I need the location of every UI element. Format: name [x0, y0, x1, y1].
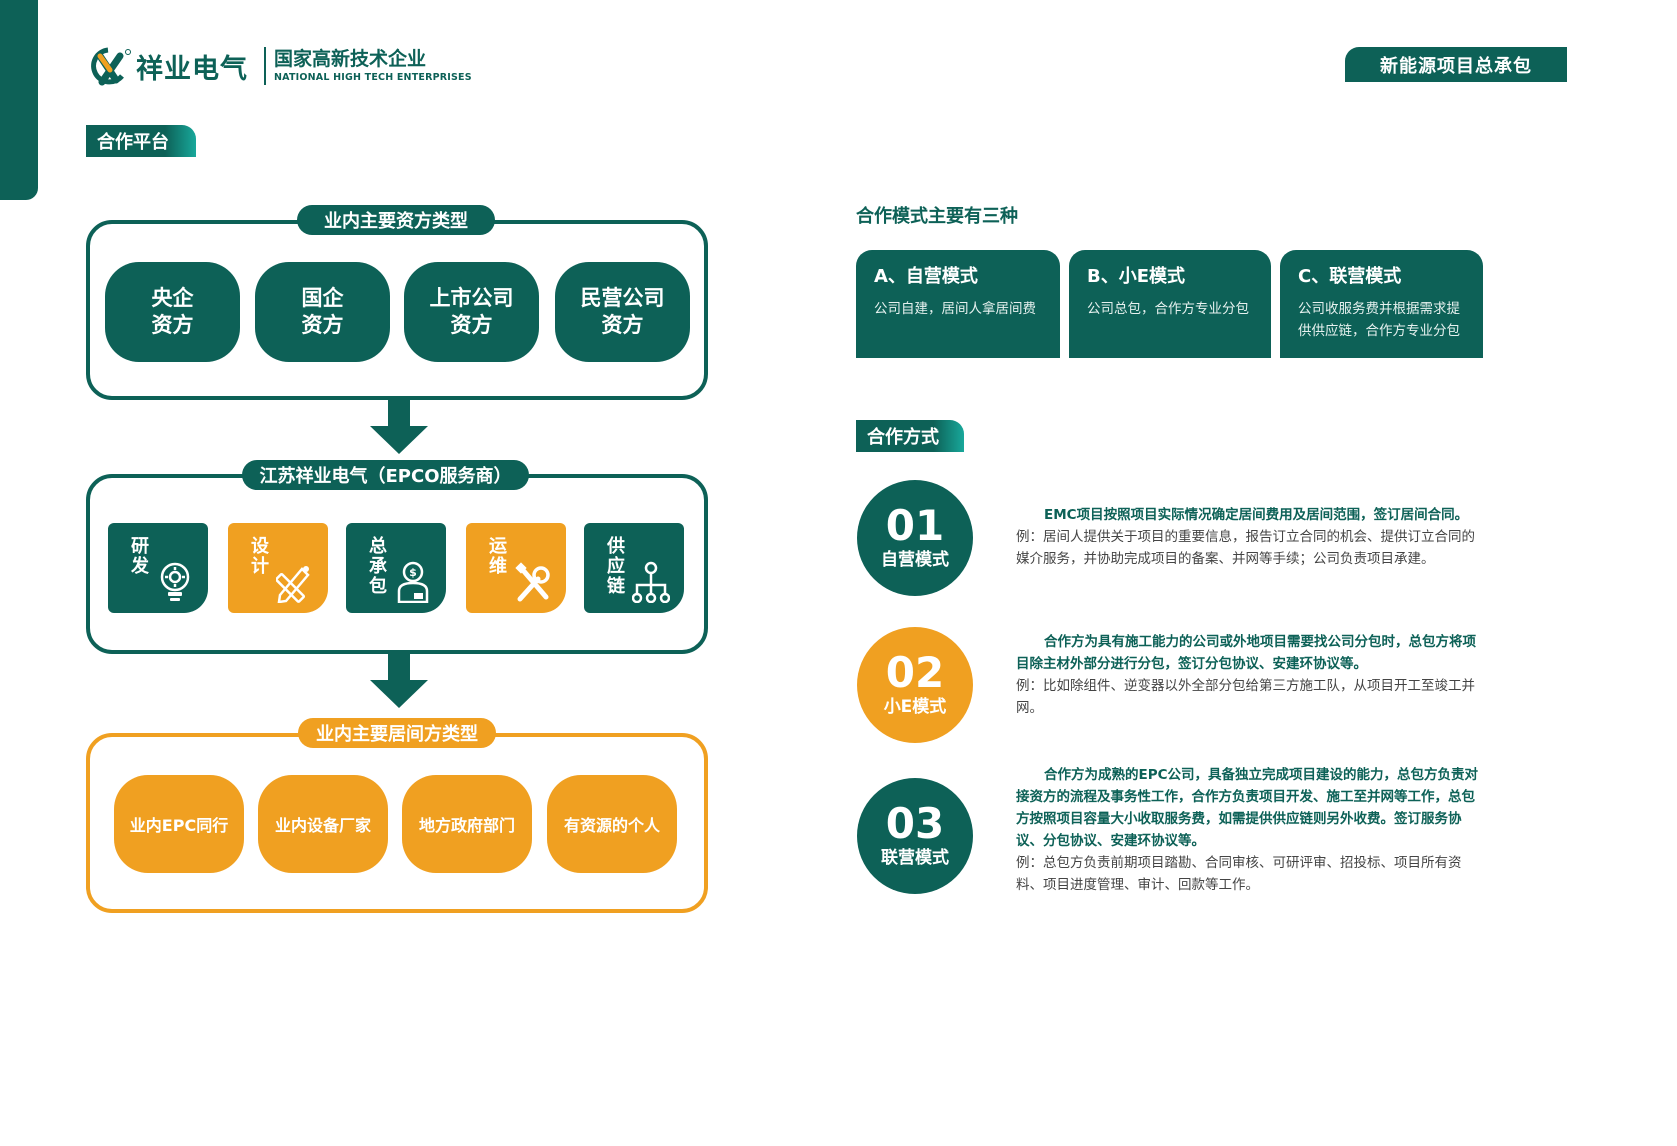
section-tag-platform: 合作平台 — [86, 125, 196, 157]
mode-card-desc: 公司收服务费并根据需求提供供应链，合作方专业分包 — [1298, 301, 1460, 339]
method-label: 小E模式 — [883, 697, 947, 717]
method-lead: 合作方为具有施工能力的公司或外地项目需要找公司分包时，总包方将项目除主材外部分进… — [1016, 634, 1476, 672]
investor-pill: 上市公司资方 — [404, 262, 539, 362]
intermediary-pill: 业内设备厂家 — [258, 775, 388, 873]
lightbulb-gear-icon — [160, 562, 190, 601]
method-example: 例：居间人提供关于项目的重要信息，报告订立合同的机会、提供订立合同的媒介服务，并… — [1016, 529, 1475, 567]
person-money-icon: $ — [397, 561, 429, 603]
method-badge-02: 02 小E模式 — [857, 627, 973, 743]
intermediary-box-label: 业内主要居间方类型 — [298, 718, 496, 748]
method-label: 自营模式 — [881, 550, 949, 570]
tagline-en: NATIONAL HIGH TECH ENTERPRISES — [274, 72, 472, 83]
service-tile-om: 运维 — [466, 523, 566, 613]
service-label: 供应链 — [607, 536, 625, 597]
section-tag-method: 合作方式 — [856, 420, 964, 452]
method-example: 例：比如除组件、逆变器以外全部分包给第三方施工队，从项目开工至竣工并网。 — [1016, 678, 1475, 716]
service-label: 设计 — [251, 536, 269, 577]
method-label: 联营模式 — [881, 848, 949, 868]
mode-card-title: A、自营模式 — [874, 266, 978, 287]
method-description-02: 合作方为具有施工能力的公司或外地项目需要找公司分包时，总包方将项目除主材外部分进… — [1016, 631, 1484, 719]
service-label: 研发 — [131, 536, 149, 577]
mode-card-desc: 公司总包，合作方专业分包 — [1087, 301, 1249, 317]
mode-card-b: B、小E模式 公司总包，合作方专业分包 — [1069, 250, 1271, 358]
modes-heading: 合作模式主要有三种 — [856, 206, 1018, 227]
down-arrow-icon — [370, 400, 428, 454]
service-tile-rd: 研发 — [108, 523, 208, 613]
pencil-ruler-icon — [276, 566, 310, 603]
wrench-screwdriver-icon — [515, 562, 550, 602]
method-lead: EMC项目按照项目实际情况确定居间费用及居间范围，签订居间合同。 — [1044, 507, 1469, 523]
mode-card-desc: 公司自建，居间人拿居间费 — [874, 301, 1036, 317]
method-number: 01 — [885, 501, 945, 550]
svg-text:$: $ — [409, 566, 417, 579]
investor-pill: 民营公司资方 — [555, 262, 690, 362]
method-number: 03 — [885, 799, 945, 848]
mode-card-c: C、联营模式 公司收服务费并根据需求提供供应链，合作方专业分包 — [1280, 250, 1483, 358]
method-example: 例：总包方负责前期项目踏勘、合同审核、可研评审、招投标、项目所有资料、项目进度管… — [1016, 855, 1462, 893]
intermediary-pill: 有资源的个人 — [547, 775, 677, 873]
logo-divider — [264, 47, 266, 85]
down-arrow-icon — [370, 654, 428, 708]
investor-pill: 央企资方 — [105, 262, 240, 362]
intermediary-pill: 业内EPC同行 — [114, 775, 244, 873]
intermediary-pill: 地方政府部门 — [402, 775, 532, 873]
tagline-cn: 国家高新技术企业 — [274, 48, 427, 70]
left-edge-bar — [0, 0, 38, 200]
provider-box-label: 江苏祥业电气（EPCO服务商） — [242, 460, 529, 490]
method-badge-01: 01 自营模式 — [857, 480, 973, 596]
investor-pill: 国企资方 — [255, 262, 390, 362]
mode-card-title: B、小E模式 — [1087, 266, 1186, 287]
investor-box-label: 业内主要资方类型 — [297, 205, 495, 235]
service-label: 运维 — [489, 536, 507, 577]
method-description-01: EMC项目按照项目实际情况确定居间费用及居间范围，签订居间合同。 例：居间人提供… — [1016, 504, 1484, 570]
brand-name: 祥业电气 — [136, 53, 248, 85]
mode-card-title: C、联营模式 — [1298, 266, 1402, 287]
mode-card-a: A、自营模式 公司自建，居间人拿居间费 — [856, 250, 1060, 358]
service-label: 总承包 — [369, 536, 387, 597]
service-tile-design: 设计 — [228, 523, 328, 613]
method-badge-03: 03 联营模式 — [857, 778, 973, 894]
brand-tagline: 国家高新技术企业 NATIONAL HIGH TECH ENTERPRISES — [274, 47, 472, 85]
network-tree-icon — [632, 561, 670, 603]
brand-logo: 祥业电气 国家高新技术企业 NATIONAL HIGH TECH ENTERPR… — [86, 44, 472, 88]
xy-logo-icon — [91, 47, 131, 86]
header-tab: 新能源项目总承包 — [1345, 47, 1567, 82]
service-tile-contracting: 总承包 $ — [346, 523, 446, 613]
method-description-03: 合作方为成熟的EPC公司，具备独立完成项目建设的能力，总包方负责对接资方的流程及… — [1016, 764, 1484, 896]
method-number: 02 — [885, 648, 945, 697]
method-lead: 合作方为成熟的EPC公司，具备独立完成项目建设的能力，总包方负责对接资方的流程及… — [1016, 767, 1479, 849]
service-tile-supply-chain: 供应链 — [584, 523, 684, 613]
